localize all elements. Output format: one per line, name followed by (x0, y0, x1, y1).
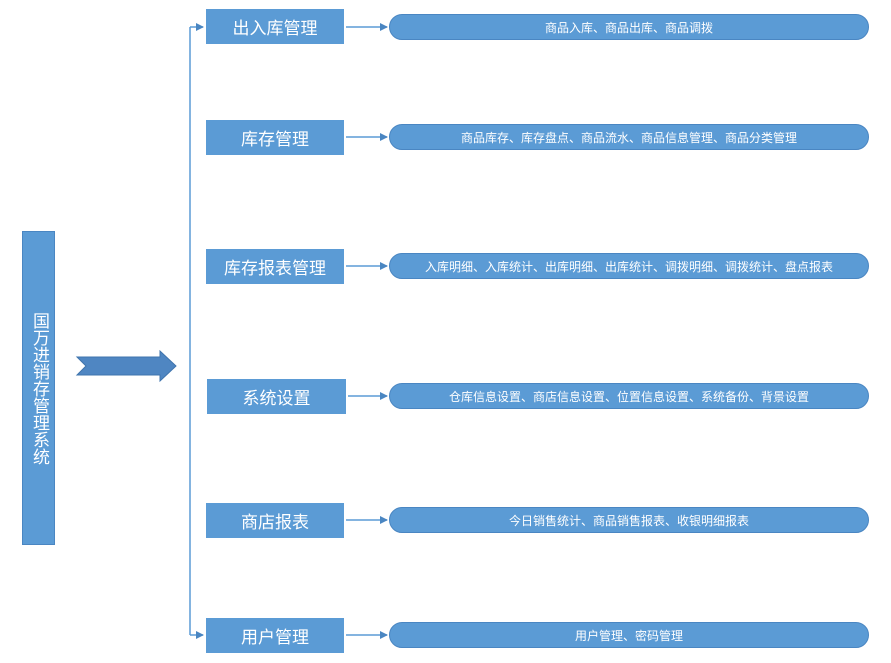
detail-label: 仓库信息设置、商店信息设置、位置信息设置、系统备份、背景设置 (448, 389, 809, 404)
detail-label: 商品入库、商品出库、商品调拨 (544, 20, 713, 35)
module-node-user-management: 用户管理 (205, 617, 345, 654)
module-node-inventory-report: 库存报表管理 (205, 248, 345, 285)
detail-label: 商品库存、库存盘点、商品流水、商品信息管理、商品分类管理 (460, 130, 797, 145)
detail-label: 入库明细、入库统计、出库明细、出库统计、调拨明细、调拨统计、盘点报表 (424, 259, 833, 274)
detail-label: 用户管理、密码管理 (574, 628, 683, 643)
root-node-label: 国万进销存管理系统 (29, 311, 49, 465)
module-label: 用户管理 (241, 628, 309, 648)
detail-node-system-settings: 仓库信息设置、商店信息设置、位置信息设置、系统备份、背景设置 (389, 383, 869, 409)
module-label: 库存报表管理 (224, 259, 326, 279)
module-node-store-report: 商店报表 (205, 502, 345, 539)
detail-node-inventory-report: 入库明细、入库统计、出库明细、出库统计、调拨明细、调拨统计、盘点报表 (389, 253, 869, 279)
detail-node-inventory: 商品库存、库存盘点、商品流水、商品信息管理、商品分类管理 (389, 124, 869, 150)
detail-label: 今日销售统计、商品销售报表、收银明细报表 (508, 513, 749, 528)
module-label: 出入库管理 (232, 19, 318, 39)
module-node-inout: 出入库管理 (205, 8, 345, 45)
module-node-system-settings: 系统设置 (206, 378, 347, 415)
main-block-arrow (75, 349, 177, 383)
root-node: 国万进销存管理系统 (22, 231, 55, 545)
module-label: 系统设置 (242, 389, 311, 409)
detail-node-user-management: 用户管理、密码管理 (389, 622, 869, 648)
module-node-inventory: 库存管理 (205, 119, 345, 156)
detail-node-store-report: 今日销售统计、商品销售报表、收银明细报表 (389, 507, 869, 533)
detail-node-inout: 商品入库、商品出库、商品调拨 (389, 14, 869, 40)
module-label: 商店报表 (241, 513, 309, 533)
module-label: 库存管理 (241, 130, 309, 150)
